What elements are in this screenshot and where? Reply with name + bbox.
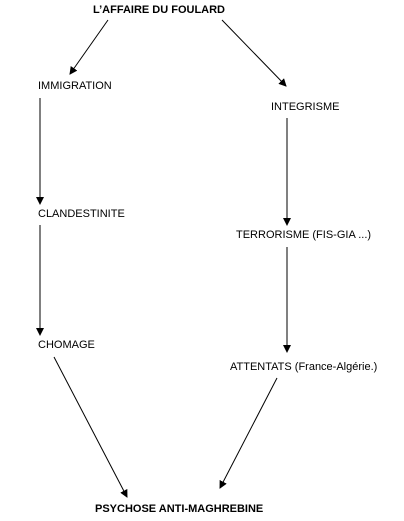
node-attentats: ATTENTATS (France-Algérie.) <box>230 361 378 373</box>
arrow-chomage-to-psychose <box>53 356 128 498</box>
node-title: L’AFFAIRE DU FOULARD <box>93 4 225 16</box>
node-psychose: PSYCHOSE ANTI-MAGHREBINE <box>95 503 264 515</box>
node-integrisme: INTEGRISME <box>271 101 340 113</box>
arrow-title-to-integrisme <box>221 19 287 87</box>
node-clandestinite: CLANDESTINITE <box>38 208 125 220</box>
node-terrorisme: TERRORISME (FIS-GIA ...) <box>236 229 372 241</box>
arrow-title-to-immigration <box>69 19 109 75</box>
node-chomage: CHOMAGE <box>38 339 95 351</box>
arrow-attentats-to-psychose <box>219 377 278 489</box>
node-immigration: IMMIGRATION <box>38 80 112 92</box>
